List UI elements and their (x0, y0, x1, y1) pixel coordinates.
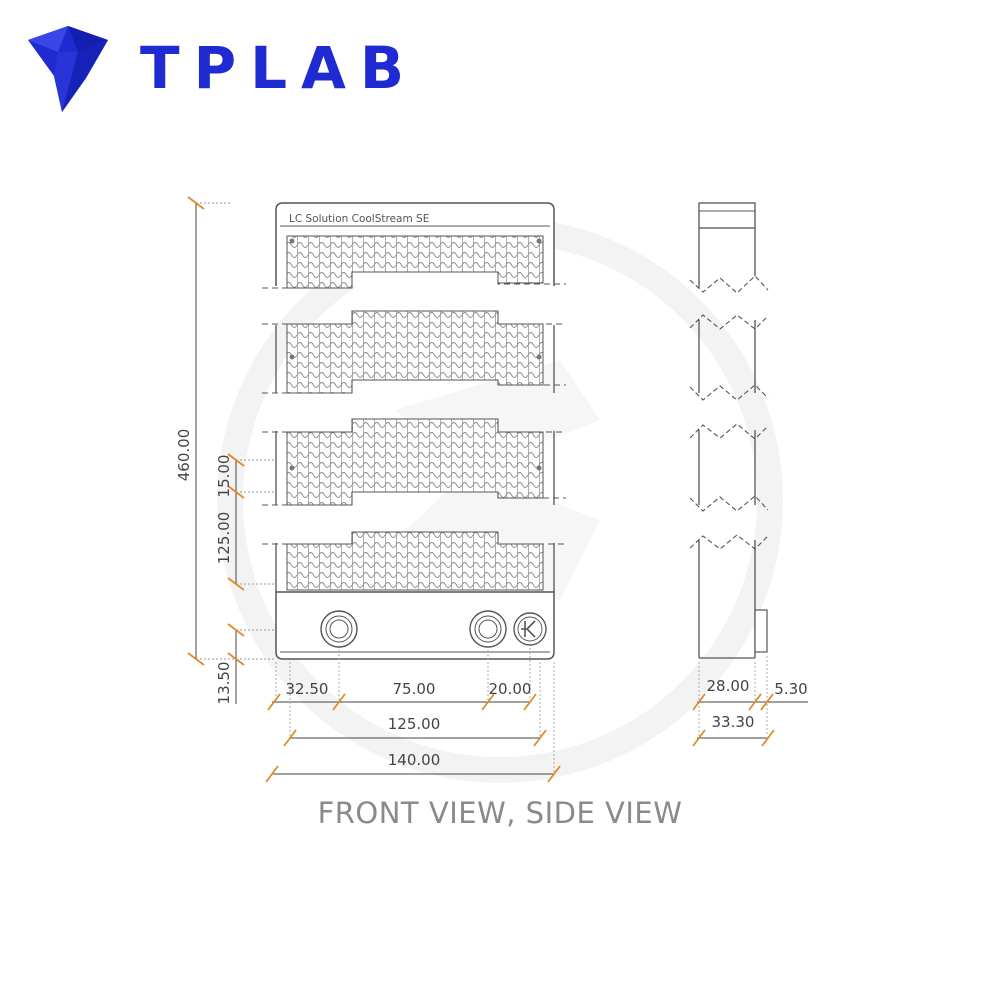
dimension-labels: 460.00 15.00 125.00 13.50 32.50 75.00 20… (175, 429, 808, 769)
dim-port-spacing: 75.00 (393, 680, 436, 698)
inlet-port (320, 610, 358, 648)
product-label: LC Solution CoolStream SE (289, 213, 429, 225)
dim-bottom-offset: 13.50 (215, 662, 233, 705)
dim-side-total: 33.30 (712, 713, 755, 731)
dim-height-total: 460.00 (175, 429, 193, 482)
dim-left-to-port: 32.50 (286, 680, 329, 698)
dim-port-offset: 15.00 (215, 455, 233, 498)
dim-port-pitch: 125.00 (215, 512, 233, 565)
side-view (689, 202, 769, 659)
view-caption: FRONT VIEW, SIDE VIEW (317, 796, 683, 830)
dimension-lines (187, 196, 808, 783)
diamond-logo-icon (28, 26, 108, 112)
brand-logo: TPLAB (22, 22, 404, 114)
dim-port-to-badge: 20.00 (489, 680, 532, 698)
outlet-port (469, 610, 507, 648)
dim-side-extra: 5.30 (774, 680, 807, 698)
brand-name: TPLAB (140, 34, 419, 102)
dim-side-depth: 28.00 (707, 677, 750, 695)
dim-mount-width: 125.00 (388, 715, 441, 733)
front-view: LC Solution CoolStream SE (262, 202, 566, 660)
ek-logo-icon (513, 612, 547, 646)
dim-total-width: 140.00 (388, 751, 441, 769)
